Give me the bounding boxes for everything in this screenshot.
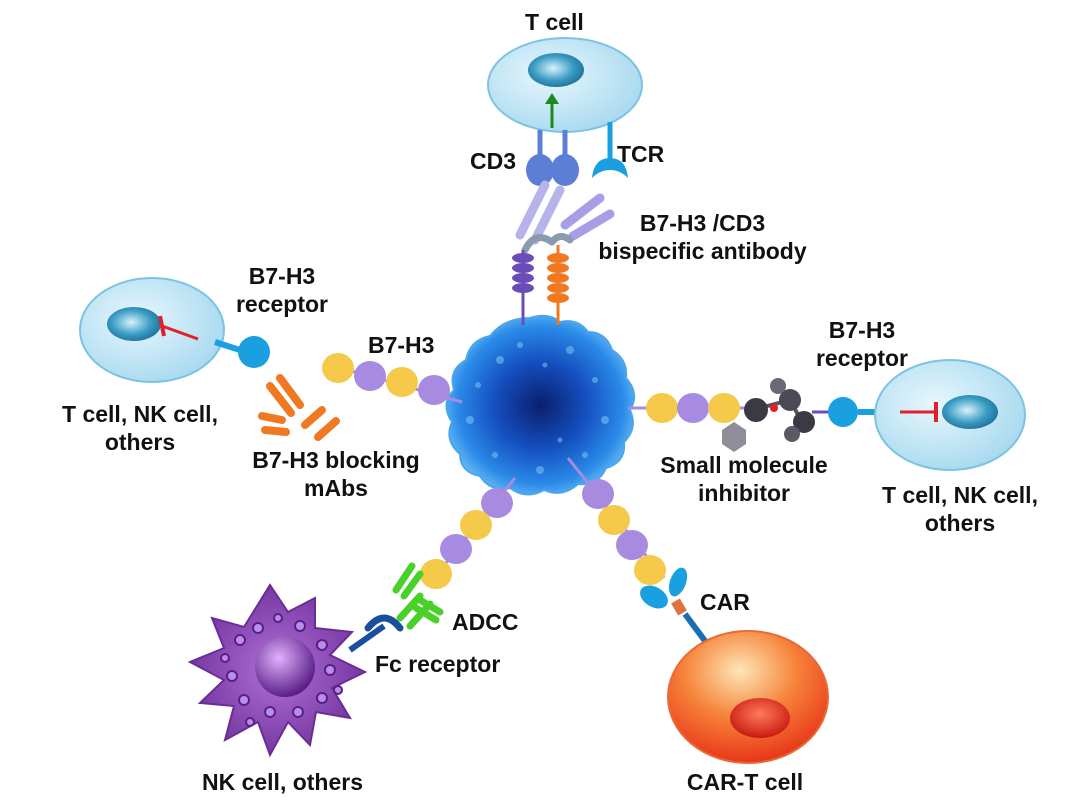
small-molecule-line2: inhibitor [698,480,790,506]
fc-receptor-label: Fc receptor [375,651,501,677]
tcr-label: TCR [617,141,665,167]
b7h3-receptor-left-label: B7-H3 receptor [222,262,342,318]
b7h3-chain-lower-left [420,477,517,589]
bispecific-label-line1: B7-H3 /CD3 [639,210,766,236]
b7h3-label: B7-H3 [368,332,435,358]
t-cell-left [79,277,225,383]
bispecific-label-line2: bispecific antibody [598,238,807,264]
inhibition-mark-right [900,402,938,422]
blocking-mabs-label: B7-H3 blocking mAbs [236,446,436,502]
blocking-mabs-line2: mAbs [304,475,368,501]
bispecific-antibody [515,180,615,254]
t-cell-left-label: T cell, NK cell, others [40,400,240,456]
t-cell-top-label: T cell [525,9,584,35]
tumor-cell [445,314,636,496]
b7h3-binding-chain [547,245,569,325]
nk-cell-label: NK cell, others [201,769,364,795]
cd3-complex [526,130,579,186]
adcc-antibody [392,562,444,630]
car-label: CAR [700,589,750,615]
b7h3-chain-lower-right [566,457,666,585]
small-molecule-label: Small molecule inhibitor [644,451,844,507]
t-cell-left-line1: T cell, NK cell, [62,401,218,427]
small-molecule-line1: Small molecule [660,452,828,478]
cd3-binding-chain [512,250,534,325]
car-t-cell [667,630,829,764]
tcr-receptor [592,122,628,178]
b7h3-receptor-right-line2: receptor [815,345,909,371]
fc-receptor [348,614,404,653]
t-cell-top [487,37,643,133]
activation-arrow [545,93,559,128]
t-cell-right-line1: T cell, NK cell, [882,482,1038,508]
car-t-cell-label: CAR-T cell [686,769,804,795]
t-cell-left-line2: others [104,429,176,455]
blocking-mabs-line1: B7-H3 blocking [252,447,420,473]
b7h3-receptor-left [214,336,270,368]
b7h3-chain-right [628,393,750,423]
inhibition-mark-left [158,315,199,341]
b7h3-receptor-left-line1: B7-H3 [248,263,316,289]
t-cell-right-label: T cell, NK cell, others [860,481,1060,537]
bispecific-antibody-label: B7-H3 /CD3 bispecific antibody [590,209,815,265]
b7h3-chain-left [322,353,463,405]
small-molecule [722,378,815,452]
nk-cell [187,583,368,758]
t-cell-right-line2: others [924,510,996,536]
b7h3-receptor-left-line2: receptor [235,291,329,317]
b7h3-receptor-right-label: B7-H3 receptor [802,316,922,372]
blocking-antibody [258,374,340,441]
b7h3-receptor-right-line1: B7-H3 [828,317,896,343]
t-cell-right [874,359,1026,471]
adcc-label: ADCC [452,609,519,635]
cd3-label: CD3 [470,148,517,174]
